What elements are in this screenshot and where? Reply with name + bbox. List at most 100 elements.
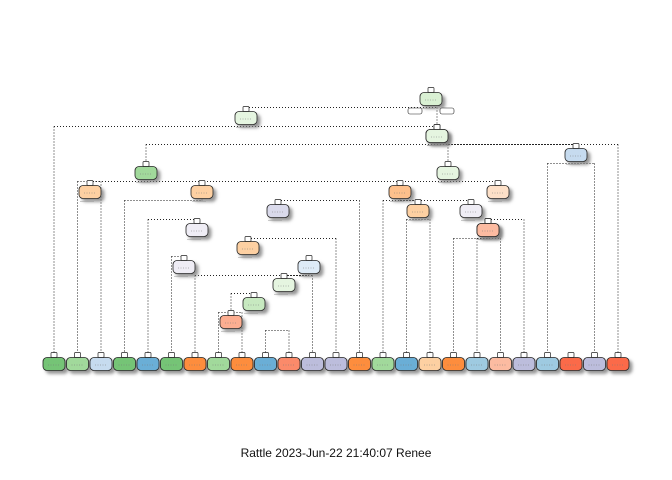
node-tab <box>238 352 246 358</box>
leaf-node-L16 <box>395 352 418 371</box>
node-box <box>442 357 465 371</box>
node-tab <box>544 352 551 358</box>
leaf-node-L22 <box>536 352 559 371</box>
split-node-root <box>419 87 443 109</box>
node-tab <box>494 180 502 186</box>
leaf-node-L5 <box>136 352 160 371</box>
leaf-node-L15 <box>371 352 395 371</box>
tree-nodes <box>42 87 630 371</box>
leaf-node-L18 <box>442 352 465 371</box>
node-box <box>172 260 196 274</box>
node-tab <box>427 87 435 93</box>
leaf-node-L21 <box>512 352 536 371</box>
node-box <box>606 357 630 371</box>
node-box <box>489 357 512 371</box>
node-tab <box>193 218 201 224</box>
node-tab <box>121 352 128 358</box>
node-tab <box>50 352 58 358</box>
node-box <box>266 204 290 218</box>
split-node-n16 <box>476 218 500 240</box>
node-box <box>242 297 266 311</box>
split-node-n3 <box>425 124 449 146</box>
node-box <box>486 185 510 199</box>
split-node-n8 <box>486 180 510 202</box>
root-left-branch-label <box>407 107 423 115</box>
node-box <box>230 357 254 371</box>
leaf-node-L23 <box>559 352 583 371</box>
node-tab <box>591 352 598 358</box>
node-box <box>419 92 443 106</box>
leaf-node-L10 <box>254 352 277 371</box>
node-tab <box>450 352 457 358</box>
node-tab <box>86 180 94 186</box>
node-box <box>183 357 207 371</box>
node-box <box>136 357 160 371</box>
root-right-branch-label <box>439 107 455 115</box>
node-box <box>234 111 258 125</box>
leaf-node-L6 <box>160 352 183 371</box>
split-node-n7 <box>78 180 102 202</box>
split-node-n15 <box>185 218 209 240</box>
node-tab <box>227 310 235 316</box>
node-tab <box>332 352 340 358</box>
node-box <box>436 166 460 180</box>
node-box <box>418 357 442 371</box>
node-box <box>236 241 260 255</box>
leaf-node-L11 <box>277 352 301 371</box>
split-node-n1 <box>234 106 258 128</box>
leaf-node-L25 <box>606 352 630 371</box>
node-box <box>219 315 243 329</box>
leaf-node-L2 <box>66 352 89 371</box>
node-tab <box>142 161 150 167</box>
node-box <box>190 185 214 199</box>
node-box <box>559 357 583 371</box>
node-box <box>207 357 230 371</box>
node-box <box>277 357 301 371</box>
node-tab <box>198 180 206 186</box>
node-box <box>254 357 277 371</box>
node-tab <box>191 352 199 358</box>
leaf-node-L7 <box>183 352 207 371</box>
split-node-n22 <box>219 310 243 332</box>
node-tab <box>444 161 452 167</box>
leaf-node-L20 <box>489 352 512 371</box>
leaf-node-L9 <box>230 352 254 371</box>
split-node-n10 <box>388 180 412 202</box>
split-node-n12 <box>266 199 290 221</box>
node-tab <box>426 352 434 358</box>
leaf-node-L14 <box>348 352 371 371</box>
node-box <box>113 357 136 371</box>
node-box <box>42 357 66 371</box>
node-tab <box>309 352 316 358</box>
node-box <box>371 357 395 371</box>
leaf-node-L12 <box>301 352 324 371</box>
node-tab <box>433 124 441 130</box>
split-node-n9 <box>190 180 214 202</box>
split-node-n4 <box>436 161 460 183</box>
leaf-node-L3 <box>89 352 113 371</box>
node-tab <box>356 352 363 358</box>
node-box <box>476 223 500 237</box>
node-tab <box>305 255 313 261</box>
node-box <box>583 357 606 371</box>
node-box <box>324 357 348 371</box>
node-box <box>348 357 371 371</box>
node-box <box>78 185 102 199</box>
node-box <box>89 357 113 371</box>
split-node-n17 <box>236 236 260 258</box>
leaf-node-L4 <box>113 352 136 371</box>
leaf-node-L17 <box>418 352 442 371</box>
node-tab <box>215 352 222 358</box>
leaf-node-L1 <box>42 352 66 371</box>
node-box <box>425 129 449 143</box>
node-box <box>66 357 89 371</box>
node-box <box>512 357 536 371</box>
node-box <box>388 185 412 199</box>
root-branch-labels <box>407 107 455 115</box>
node-tab <box>414 199 422 205</box>
node-box <box>465 357 489 371</box>
node-box <box>185 223 209 237</box>
node-box <box>301 357 324 371</box>
node-box <box>134 166 158 180</box>
split-node-n5 <box>564 143 588 165</box>
